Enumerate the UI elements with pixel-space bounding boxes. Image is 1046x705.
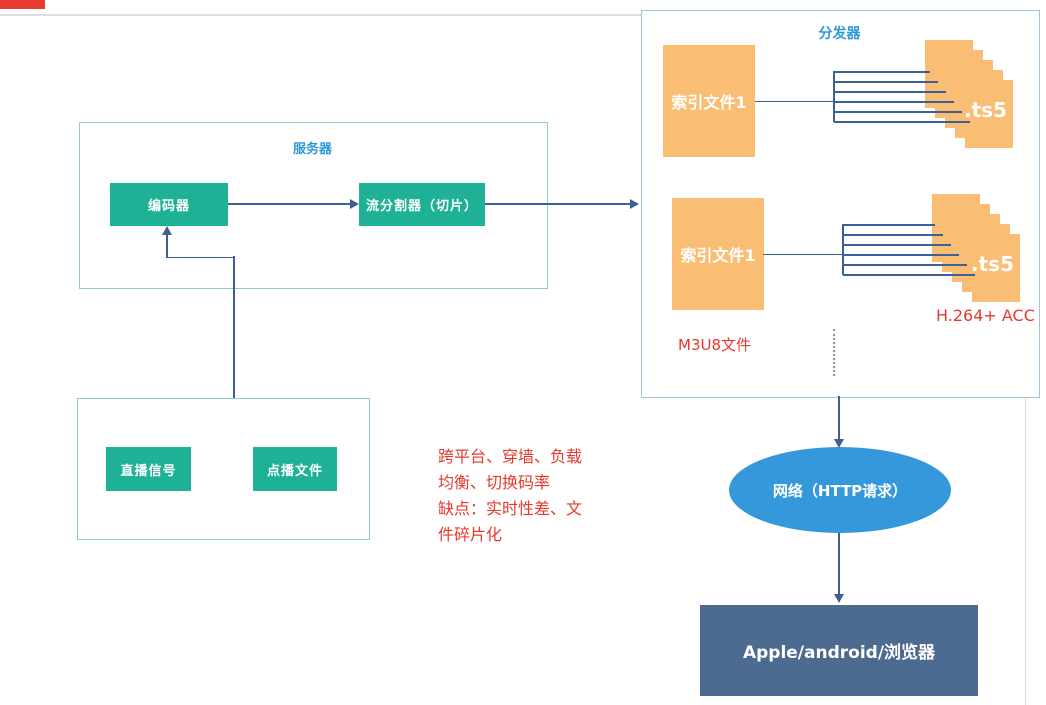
fan1-line: [834, 91, 946, 93]
fan2-line: [843, 234, 943, 236]
codec-note: H.264+ ACC: [936, 306, 1035, 325]
network-to-client-line: [838, 533, 840, 595]
network-to-client-arrowhead-icon: [834, 594, 844, 603]
ts-file-card: [925, 40, 973, 108]
client-node: Apple/android/浏览器: [700, 605, 978, 696]
fan2-line: [843, 244, 951, 246]
ts-file-card: [932, 194, 980, 262]
fan1-line: [834, 71, 930, 73]
encoder-to-splitter-arrowhead-icon: [350, 199, 359, 209]
splitter-to-distributor-arrowhead-icon: [630, 199, 639, 209]
top-divider-line: [0, 14, 641, 16]
annotation-line-3: 缺点：实时性差、文: [438, 499, 583, 518]
fan2-line: [843, 254, 959, 256]
index2-connector-line: [763, 253, 843, 255]
server-group-frame: [79, 122, 548, 289]
annotation-line-1: 跨平台、穿墙、负载: [438, 447, 583, 466]
vod-file-node: 点播文件: [253, 447, 337, 491]
fan2-vertical-line: [842, 224, 844, 275]
fan2-line: [843, 264, 967, 266]
fan1-line: [834, 81, 938, 83]
encoder-to-splitter-line: [228, 203, 351, 205]
annotation-line-2: 均衡、切换码率: [438, 473, 551, 492]
m3u8-note: M3U8文件: [678, 336, 752, 354]
source-to-encoder-line-v1: [166, 234, 168, 258]
index1-connector-line: [755, 100, 834, 102]
live-signal-node: 直播信号: [106, 447, 191, 491]
distributor-to-network-arrowhead-icon: [834, 439, 844, 448]
distributor-frame: [641, 10, 1040, 398]
ts-stack-1-label: .ts5: [964, 98, 1007, 122]
annotation-line-4: 件碎片化: [438, 525, 503, 544]
index-file-2-node: 索引文件1: [672, 198, 764, 310]
fan1-line: [834, 111, 962, 113]
splitter-node: 流分割器（切片）: [359, 183, 485, 226]
fan2-line: [843, 224, 935, 226]
fan2-line: [843, 274, 975, 276]
index-file-1-node: 索引文件1: [663, 45, 755, 157]
source-to-encoder-line-v2: [233, 256, 235, 399]
distributor-title: 分发器: [818, 26, 861, 42]
client-label: Apple/android/浏览器: [742, 643, 936, 663]
server-group-title: 服务器: [292, 142, 332, 157]
distributor-to-network-line: [838, 396, 840, 440]
source-group-frame: [77, 398, 370, 540]
source-to-encoder-line-h: [166, 256, 234, 258]
fan1-vertical-line: [833, 71, 835, 122]
continuation-dots: [833, 329, 835, 376]
fan1-line: [834, 121, 970, 123]
network-ellipse: 网络（HTTP请求）: [729, 447, 951, 533]
right-edge-line: [1025, 398, 1026, 705]
source-to-encoder-arrowhead-icon: [162, 226, 172, 235]
encoder-node: 编码器: [110, 183, 228, 226]
network-label: 网络（HTTP请求）: [772, 481, 908, 500]
pros-cons-annotation: 跨平台、穿墙、负载 均衡、切换码率 缺点：实时性差、文 件碎片化: [438, 444, 603, 548]
ts-stack-2-label: .ts5: [971, 252, 1014, 276]
splitter-to-distributor-line: [485, 203, 631, 205]
fan1-line: [834, 101, 954, 103]
top-red-bar: [0, 0, 45, 9]
